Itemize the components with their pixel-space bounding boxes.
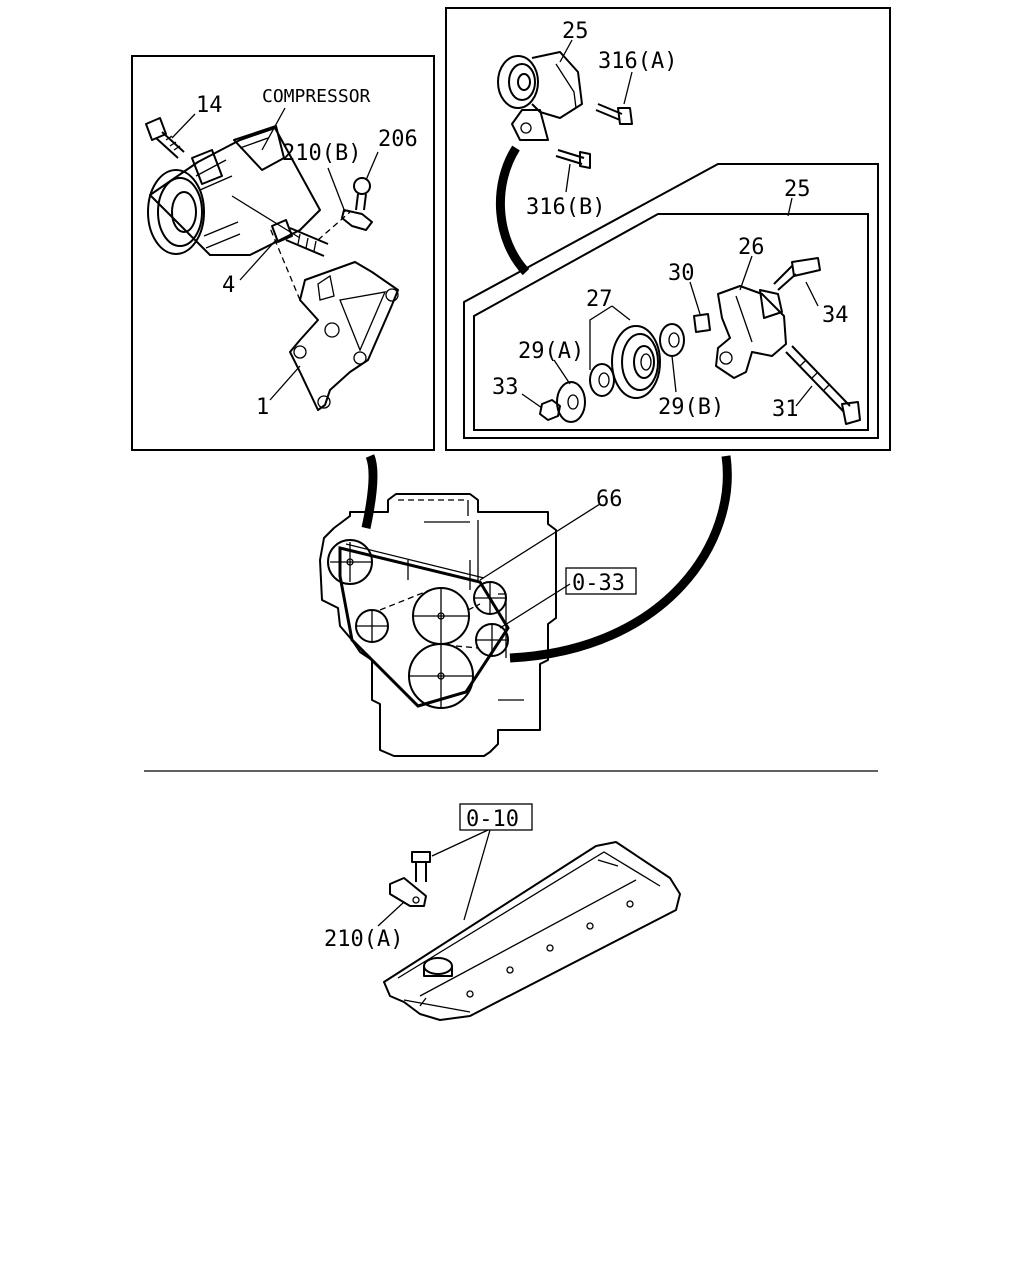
arc-connector-tensioner — [509, 455, 732, 663]
bolt-4 — [271, 219, 329, 257]
callout-210a: 210(A) — [324, 927, 403, 952]
bearing-28 — [589, 363, 615, 397]
engine-outline — [319, 493, 557, 757]
crank-pulleys — [327, 539, 509, 709]
bolt-14 — [145, 117, 185, 159]
bolt-206 — [353, 177, 371, 211]
callout-14: 14 — [196, 93, 223, 118]
callout-66: 66 — [596, 487, 623, 512]
nut-33 — [539, 399, 561, 421]
compressor-bracket — [289, 261, 399, 411]
compressor-panel-frame — [131, 55, 435, 451]
ref-box-033 — [565, 567, 637, 595]
arc-connector-tensioner-top — [495, 145, 530, 276]
callout-210b: 210(B) — [282, 141, 361, 166]
callout-316a: 316(A) — [598, 49, 677, 74]
ref-box-010 — [459, 803, 533, 831]
arc-connector-compressor — [361, 454, 378, 529]
ref-010: 0-10 — [466, 807, 519, 832]
callout-29a: 29(A) — [518, 339, 584, 364]
clip-210b — [341, 209, 373, 231]
callout-25-top: 25 — [562, 19, 589, 44]
callout-25-group: 25 — [784, 177, 811, 202]
callout-316b: 316(B) — [526, 195, 605, 220]
bolt-31 — [785, 345, 861, 425]
callout-29b: 29(B) — [658, 395, 724, 420]
washer-29b — [659, 323, 685, 357]
callout-27: 27 — [586, 287, 613, 312]
callout-1: 1 — [256, 395, 269, 420]
bolt-34 — [773, 257, 821, 291]
spacer-30 — [693, 313, 711, 333]
exploded-outer-frame — [463, 163, 879, 439]
washer-29a — [556, 381, 586, 423]
tensioner-bracket-26 — [715, 285, 787, 379]
callout-4: 4 — [222, 273, 235, 298]
ref-033: 0-33 — [572, 571, 625, 596]
callout-34: 34 — [822, 303, 849, 328]
bolt-head-cover — [411, 851, 431, 882]
callout-26: 26 — [738, 235, 765, 260]
tensioner-assembly-top — [497, 51, 583, 141]
head-cover — [383, 841, 681, 1021]
belt-66 — [338, 543, 510, 708]
clip-210a — [389, 877, 427, 907]
exploded-inner-frame — [473, 213, 869, 431]
tensioner-panel-frame — [445, 7, 891, 451]
pulley-27 — [611, 325, 661, 399]
callout-33: 33 — [492, 375, 519, 400]
callout-31: 31 — [772, 397, 799, 422]
callout-206: 206 — [378, 127, 418, 152]
bolt-316a — [595, 103, 633, 125]
callout-30: 30 — [668, 261, 695, 286]
compressor-assembly — [147, 125, 321, 256]
callout-compressor: COMPRESSOR — [262, 86, 371, 107]
bolt-316b — [555, 149, 591, 169]
